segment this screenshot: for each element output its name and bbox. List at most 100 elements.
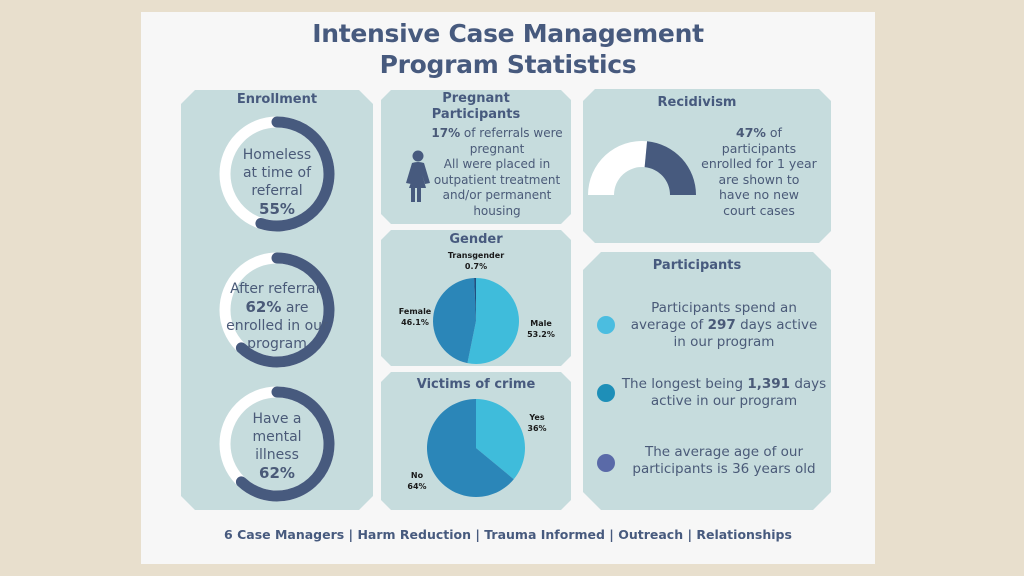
ring-line: are — [281, 300, 309, 316]
recidivism-panel: Recidivism 47% of participants enrolled … — [583, 89, 831, 243]
participants-value: 297 — [707, 317, 736, 333]
pregnant-text: 17% of referrals were pregnant All were … — [427, 126, 567, 219]
participants-title: Participants — [652, 258, 742, 273]
pie-category: Transgender — [447, 251, 505, 260]
yes-label: Yes 36% — [519, 412, 555, 434]
pie-category: Female — [398, 307, 432, 316]
pregnant-title: Pregnant Participants — [381, 91, 571, 123]
homeless-text: Homeless at time of referral 55% — [221, 146, 333, 219]
pregnant-line: and/or permanent — [442, 188, 552, 202]
recidivism-line: participants — [721, 140, 797, 156]
participants-panel: Participants Participants spend an avera… — [583, 252, 831, 510]
participants-line: average of — [630, 317, 708, 333]
recidivism-line: have no new — [718, 187, 800, 202]
ring-line: Have a — [252, 411, 302, 427]
recidivism-gauge — [588, 141, 696, 195]
victims-title: Victims of crime — [416, 377, 536, 392]
victims-panel: Victims of crime Yes 36% No 64% — [381, 372, 571, 510]
ring-value: 62% — [259, 464, 295, 482]
participants-line: participants is 36 years old — [632, 461, 816, 477]
pregnant-value: 17% — [431, 126, 461, 140]
ring-progress-arc — [235, 252, 335, 368]
ring-progress-arc — [255, 116, 335, 232]
recidivism-text: 47% of participants enrolled for 1 year … — [695, 125, 823, 218]
bullet-icon — [597, 316, 615, 334]
pie-slice-female — [433, 278, 476, 364]
bullet-icon — [597, 454, 615, 472]
male-label: Male 53.2% — [521, 318, 561, 340]
ring-line: illness — [255, 447, 299, 463]
transgender-label: Transgender 0.7% — [441, 250, 511, 272]
recidivism-line: of — [765, 125, 782, 140]
pie-slice-male — [467, 278, 519, 364]
mental-illness-text: Have a mental illness 62% — [221, 410, 333, 483]
participants-line: days — [790, 376, 827, 392]
pregnant-line: All were placed in — [443, 157, 551, 171]
ring-line: referral — [251, 183, 303, 199]
pie-value: 64% — [407, 482, 427, 491]
enrolled-text: After referral, 62% are enrolled in our … — [217, 280, 337, 353]
female-label: Female 46.1% — [395, 306, 435, 328]
pie-value: 36% — [527, 424, 547, 433]
pie-slice-yes — [476, 399, 525, 480]
pie-value: 46.1% — [401, 318, 429, 327]
pregnant-line: of referrals were — [460, 126, 563, 140]
gauge-remaining-segment — [588, 141, 648, 195]
ring-progress-arc — [235, 386, 335, 502]
recidivism-line: are shown to — [718, 171, 800, 187]
participants-item-days: Participants spend an average of 297 day… — [621, 300, 827, 351]
pregnant-line: outpatient treatment — [433, 172, 561, 187]
participants-line: days active — [735, 317, 818, 333]
recidivism-line: court cases — [723, 202, 795, 218]
enrollment-title: Enrollment — [236, 92, 318, 107]
ring-line: at time of — [242, 165, 312, 181]
pregnant-line: pregnant — [469, 141, 525, 156]
pregnant-title-line: Pregnant — [442, 91, 510, 106]
ring-line: enrolled in our — [226, 318, 328, 334]
ring-value: 62% — [245, 298, 282, 316]
infographic-poster: Intensive Case Management Program Statis… — [141, 12, 875, 564]
footer: 6 Case Managers | Harm Reduction | Traum… — [224, 527, 792, 542]
participants-value: 1,391 — [747, 376, 791, 392]
victims-pie-chart — [426, 399, 525, 497]
pie-slice-transgender — [474, 278, 476, 321]
ring-line: program — [247, 336, 307, 352]
participants-line: Participants spend an — [651, 300, 797, 316]
participants-line: The average age of our — [644, 444, 804, 460]
pie-value: 53.2% — [527, 330, 555, 339]
enrolled-ring — [219, 252, 335, 368]
gauge-value-segment — [644, 141, 696, 195]
gender-panel: Gender Transgender 0.7% Female 46.1% Mal… — [381, 230, 571, 366]
recidivism-title: Recidivism — [657, 95, 737, 110]
pie-category: No — [410, 471, 424, 480]
bullet-icon — [597, 384, 615, 402]
pie-category: Yes — [529, 413, 545, 422]
gender-pie-chart — [433, 278, 519, 364]
ring-line: After referral, — [230, 281, 324, 297]
mental-illness-ring — [219, 386, 335, 502]
ring-line: Homeless — [242, 147, 312, 163]
enrollment-panel: Enrollment Homeless at time of referral … — [181, 90, 373, 510]
title-line-2: Program Statistics — [379, 50, 637, 79]
pregnant-panel: Pregnant Participants 17% of referrals w… — [381, 90, 571, 224]
recidivism-line: enrolled for 1 year — [701, 156, 817, 171]
participants-line: in our program — [673, 334, 775, 350]
ring-value: 55% — [259, 200, 295, 218]
homeless-ring — [219, 116, 335, 232]
recidivism-value: 47% — [736, 125, 766, 140]
ring-line: mental — [252, 429, 302, 445]
pie-value: 0.7% — [464, 262, 488, 271]
pie-slice-no — [426, 399, 514, 497]
pregnant-title-line: Participants — [431, 107, 521, 122]
pregnant-line: housing — [473, 203, 521, 218]
gender-title: Gender — [449, 232, 503, 247]
participants-line: active in our program — [650, 393, 798, 409]
participants-line: The longest being — [621, 376, 748, 392]
woman-icon — [406, 150, 430, 202]
page-title: Intensive Case Management Program Statis… — [141, 18, 875, 80]
participants-item-age: The average age of our participants is 3… — [621, 444, 827, 478]
title-line-1: Intensive Case Management — [312, 19, 704, 48]
participants-item-longest: The longest being 1,391 days active in o… — [621, 376, 827, 410]
pie-category: Male — [530, 319, 552, 328]
no-label: No 64% — [399, 470, 435, 492]
